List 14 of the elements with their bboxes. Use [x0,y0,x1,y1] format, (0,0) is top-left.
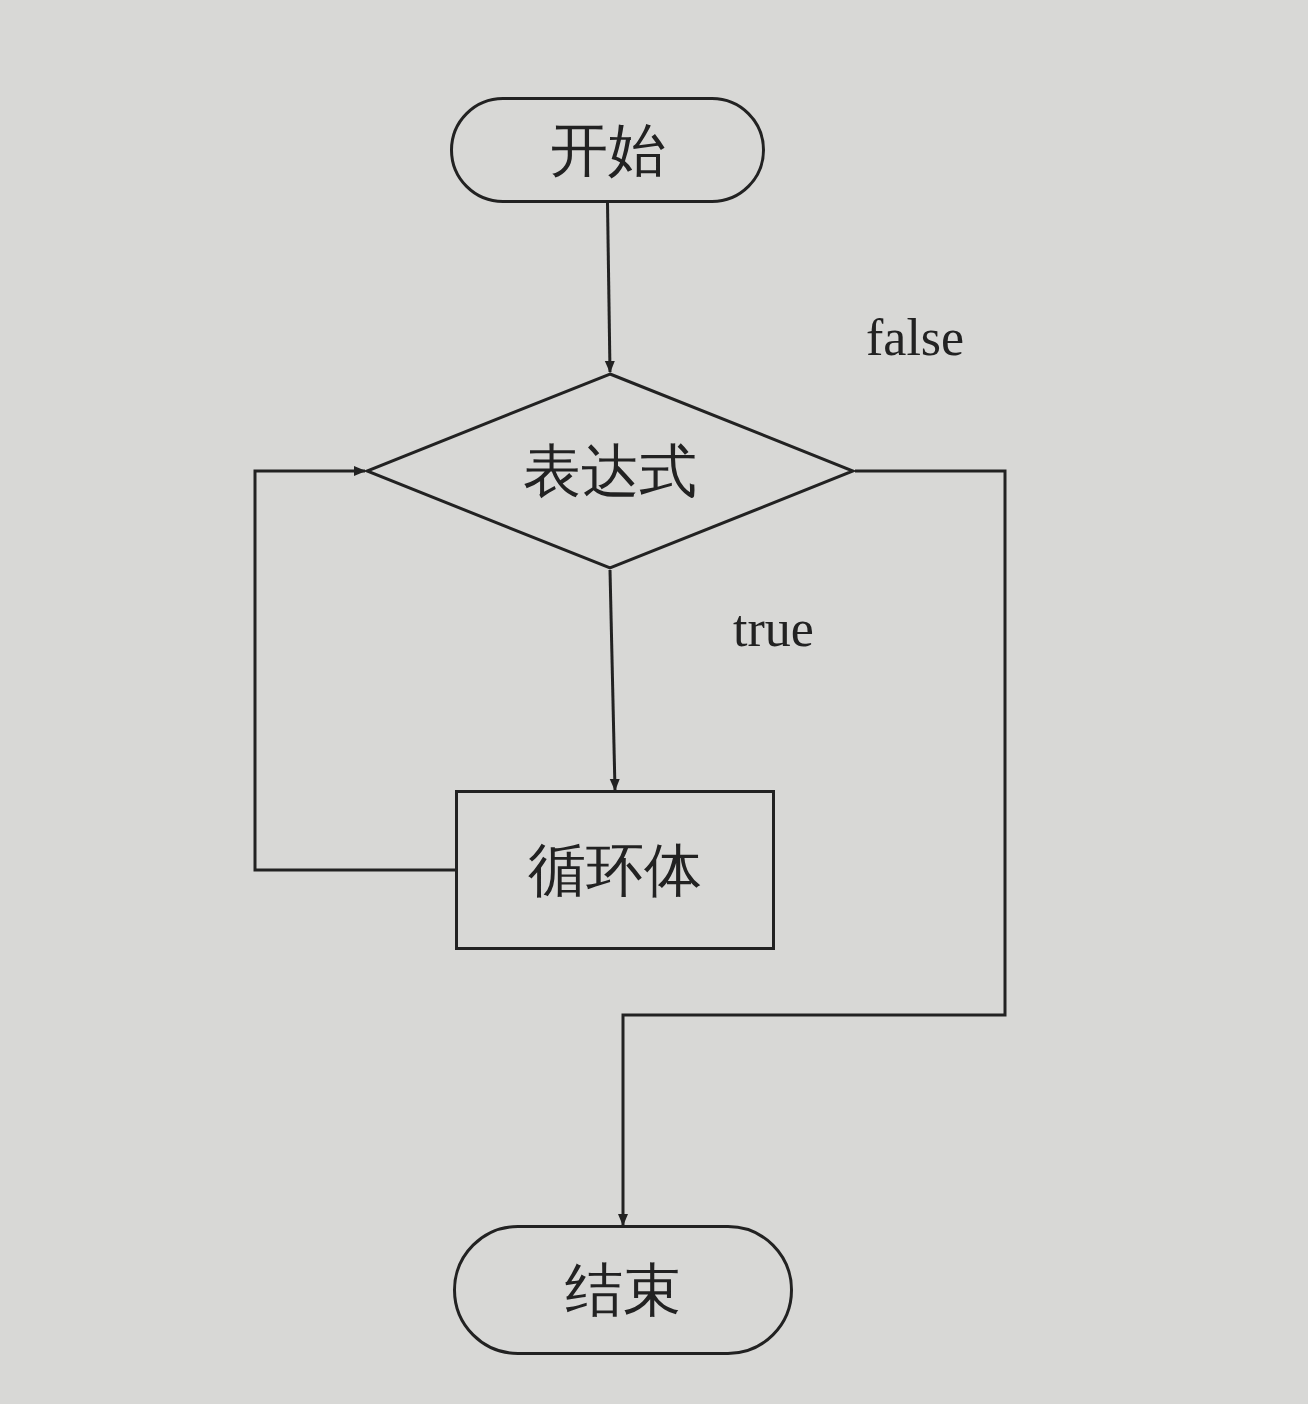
node-label: 结束 [565,1261,681,1319]
arrow [608,569,620,791]
arrow [253,466,455,872]
node-label: 循环体 [528,841,702,899]
arrow [604,202,615,373]
terminal-shape [453,1225,793,1355]
edge-label: false [866,312,965,364]
process-box [455,790,775,950]
arrow [618,469,1007,1226]
node-label: 开始 [549,121,666,179]
terminal-shape [450,97,765,203]
node-label: 表达式 [523,442,697,500]
edge-label: true [733,603,814,655]
decision-diamond [365,372,855,570]
